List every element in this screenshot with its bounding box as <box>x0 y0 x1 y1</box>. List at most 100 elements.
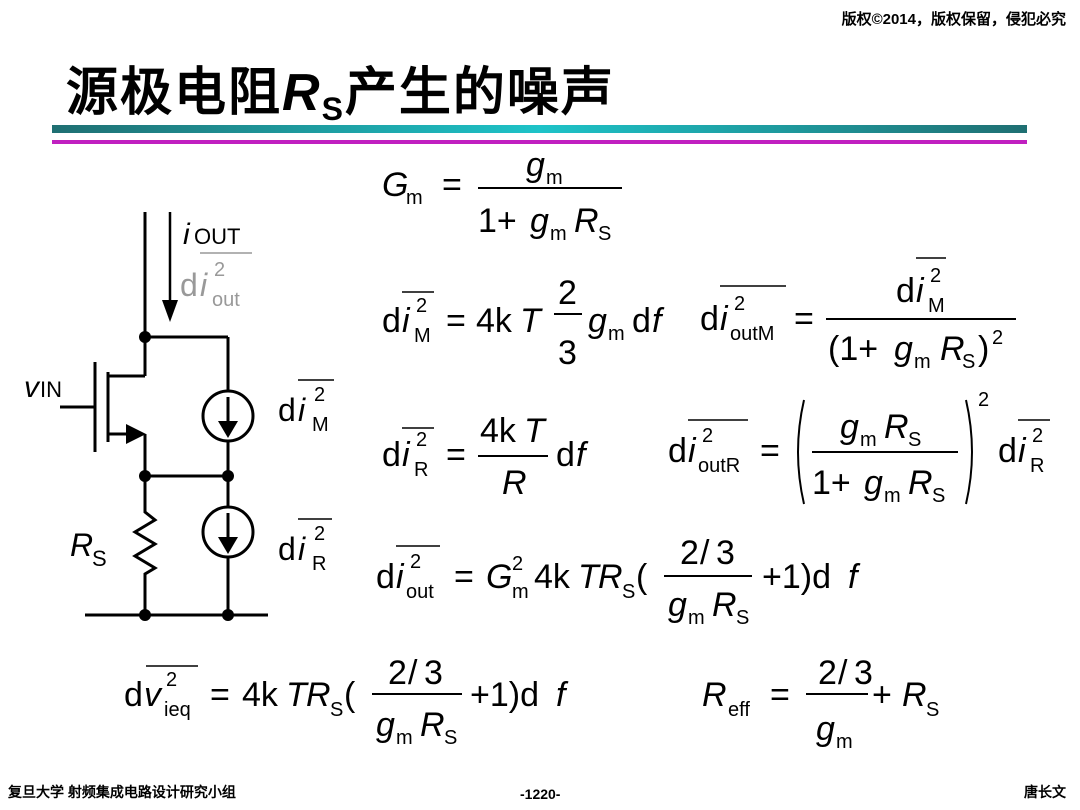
svg-text:R: R <box>420 706 445 744</box>
svg-text:i: i <box>402 436 411 474</box>
svg-text:m: m <box>836 731 853 753</box>
svg-text:m: m <box>860 429 877 451</box>
svg-text:i: i <box>298 392 306 428</box>
svg-text:v: v <box>144 676 163 714</box>
svg-text:2: 2 <box>558 274 577 312</box>
svg-text:R: R <box>702 676 727 714</box>
title-var-r: R <box>282 64 322 122</box>
svg-text:g: g <box>376 706 395 744</box>
svg-text:=: = <box>794 300 814 338</box>
svg-text:d: d <box>376 558 395 596</box>
svg-text:d: d <box>382 302 401 340</box>
svg-text:=: = <box>442 166 462 204</box>
svg-text:=: = <box>760 432 780 470</box>
svg-text:R: R <box>908 464 933 502</box>
vin-sub: IN <box>40 377 62 402</box>
footer-affiliation: 复旦大学 射频集成电路设计研究小组 <box>8 784 236 800</box>
svg-text:m: m <box>884 485 901 507</box>
svg-text:M: M <box>414 325 431 347</box>
svg-text:i: i <box>200 267 208 303</box>
svg-text:M: M <box>928 295 945 317</box>
vin-label: v <box>24 371 41 404</box>
svg-text:2: 2 <box>512 553 523 575</box>
svg-text:R: R <box>312 553 326 575</box>
svg-text:f: f <box>556 676 569 714</box>
svg-text:d: d <box>278 531 296 567</box>
svg-text:i: i <box>916 272 925 310</box>
svg-text:=: = <box>454 558 474 596</box>
svg-text:/: / <box>408 654 418 692</box>
svg-text:d: d <box>180 267 198 303</box>
dm-label: d i 2 M <box>278 379 334 436</box>
svg-text:2: 2 <box>978 389 989 411</box>
svg-text:4k: 4k <box>534 558 571 596</box>
svg-text:2: 2 <box>314 523 325 545</box>
svg-text:R: R <box>902 676 927 714</box>
svg-text:(1+: (1+ <box>828 330 878 368</box>
svg-text:1+: 1+ <box>478 202 517 240</box>
footer-author: 唐长文 <box>1024 784 1066 800</box>
svg-text:out: out <box>212 289 240 311</box>
svg-text:d: d <box>124 676 143 714</box>
svg-text:outM: outM <box>730 323 774 345</box>
svg-text:T: T <box>578 558 601 596</box>
svg-text:d: d <box>632 302 651 340</box>
svg-text:R: R <box>306 676 331 714</box>
svg-text:i: i <box>396 558 405 596</box>
svg-text:d: d <box>556 436 575 474</box>
svg-text:=: = <box>210 676 230 714</box>
svg-text:1+: 1+ <box>812 464 851 502</box>
svg-text:R: R <box>574 202 599 240</box>
svg-text:m: m <box>914 351 931 373</box>
svg-text:2: 2 <box>416 295 427 317</box>
svg-text:S: S <box>962 351 975 373</box>
svg-text:2: 2 <box>992 327 1003 349</box>
page-title: 源极电阻RS产生的噪声 <box>66 50 615 128</box>
svg-text:): ) <box>978 330 989 368</box>
svg-text:m: m <box>608 323 625 345</box>
svg-text:out: out <box>406 581 434 603</box>
svg-text:2: 2 <box>1032 425 1043 447</box>
svg-text:S: S <box>598 223 611 245</box>
svg-text:+1)d: +1)d <box>762 558 831 596</box>
svg-text:i: i <box>402 302 411 340</box>
svg-text:R: R <box>414 459 428 481</box>
svg-text:R: R <box>598 558 623 596</box>
svg-text:=: = <box>446 436 466 474</box>
svg-text:g: g <box>526 146 545 184</box>
dr-label: d i 2 R <box>278 518 332 575</box>
svg-text:R: R <box>940 330 965 368</box>
svg-text:g: g <box>588 302 607 340</box>
svg-text:T: T <box>520 302 543 340</box>
svg-text:outR: outR <box>698 455 740 477</box>
svg-text:g: g <box>840 408 859 446</box>
svg-text:4k: 4k <box>476 302 513 340</box>
svg-text:g: g <box>894 330 913 368</box>
svg-text:2: 2 <box>680 534 699 572</box>
svg-text:d: d <box>998 432 1017 470</box>
svg-text:3: 3 <box>424 654 443 692</box>
svg-text:(: ( <box>344 676 356 714</box>
svg-text:S: S <box>736 607 749 629</box>
title-prefix: 源极电阻 <box>66 62 283 123</box>
svg-text:d: d <box>668 432 687 470</box>
svg-text:R: R <box>712 586 737 624</box>
svg-text:d: d <box>896 272 915 310</box>
svg-text:d: d <box>382 436 401 474</box>
svg-text:2: 2 <box>416 429 427 451</box>
svg-text:3: 3 <box>558 334 577 372</box>
rs-sub: S <box>92 546 107 571</box>
svg-text:S: S <box>330 699 343 721</box>
svg-text:S: S <box>932 485 945 507</box>
svg-text:m: m <box>546 167 563 189</box>
page-number: -1220- <box>520 786 561 802</box>
svg-text:(: ( <box>636 558 648 596</box>
svg-text:g: g <box>864 464 883 502</box>
svg-text:2: 2 <box>930 265 941 287</box>
svg-text:2: 2 <box>410 551 421 573</box>
